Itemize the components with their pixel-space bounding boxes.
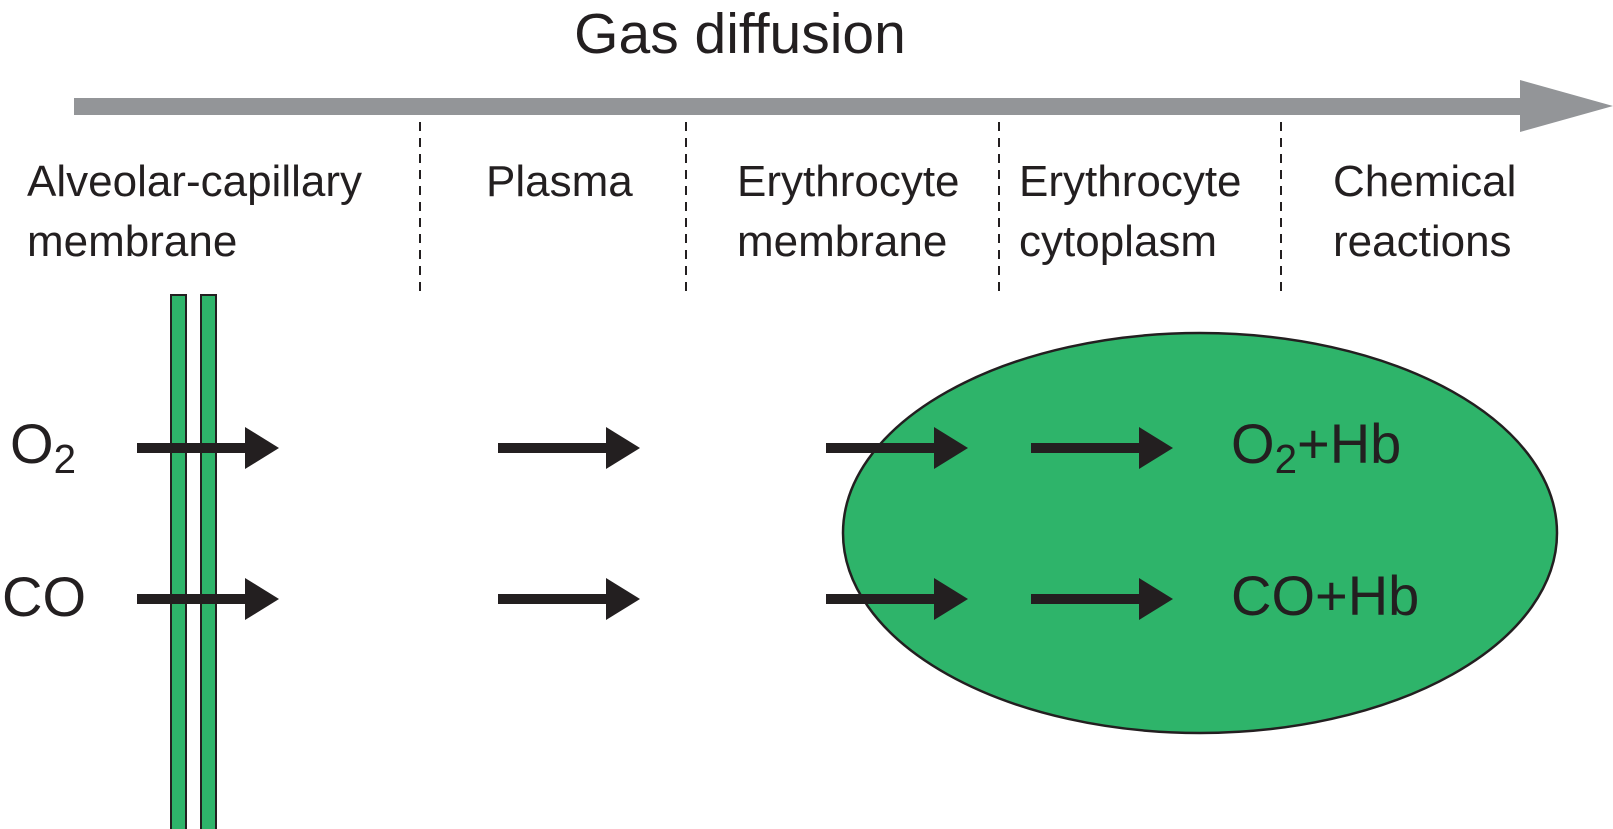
product-label-co-hb: CO+Hb <box>1231 564 1420 627</box>
gas-diffusion-arrow <box>74 80 1613 132</box>
o2-arrow-membrane <box>137 427 279 469</box>
stage-dividers <box>419 122 1282 296</box>
stage-label-line2: reactions <box>1333 217 1512 266</box>
stage-label-line1: Chemical <box>1333 157 1517 206</box>
o2-arrow-plasma <box>498 427 640 469</box>
co-arrow-rbc-membrane <box>826 578 968 620</box>
o2-arrow-cytoplasm <box>1031 427 1173 469</box>
erythrocyte-ellipse <box>841 331 1559 735</box>
membrane-bar-2 <box>200 294 217 829</box>
stage-label-line2: membrane <box>737 217 948 266</box>
stage-label-line1: Plasma <box>486 157 633 206</box>
stage-label-erythrocyte-cytoplasm: Erythrocyte cytoplasm <box>1019 152 1242 272</box>
membrane-bar-1 <box>170 294 187 829</box>
product-label-o2-hb: O2+Hb <box>1231 412 1402 483</box>
stage-label-line1: Alveolar-capillary <box>27 157 363 206</box>
stage-label-chemical-reactions: Chemical reactions <box>1333 152 1516 272</box>
stage-label-line1: Erythrocyte <box>1019 157 1242 206</box>
o2-arrow-rbc-membrane <box>826 427 968 469</box>
gas-label-co: CO <box>2 565 86 628</box>
stage-label-line1: Erythrocyte <box>737 157 960 206</box>
co-arrow-plasma <box>498 578 640 620</box>
diagram-title: Gas diffusion <box>574 2 906 66</box>
stage-label-line2: membrane <box>27 217 238 266</box>
stage-label-plasma: Plasma <box>486 152 633 212</box>
stage-label-erythrocyte-membrane: Erythrocyte membrane <box>737 152 960 272</box>
gas-label-o2: O2 <box>10 412 76 483</box>
co-arrow-membrane <box>137 578 279 620</box>
stage-label-line2: cytoplasm <box>1019 217 1218 266</box>
co-arrows <box>137 578 1173 620</box>
stage-label-alveolar-capillary-membrane: Alveolar-capillary membrane <box>27 152 362 272</box>
o2-arrows <box>137 427 1173 469</box>
co-arrow-cytoplasm <box>1031 578 1173 620</box>
alveolar-membrane-bars <box>170 294 217 829</box>
